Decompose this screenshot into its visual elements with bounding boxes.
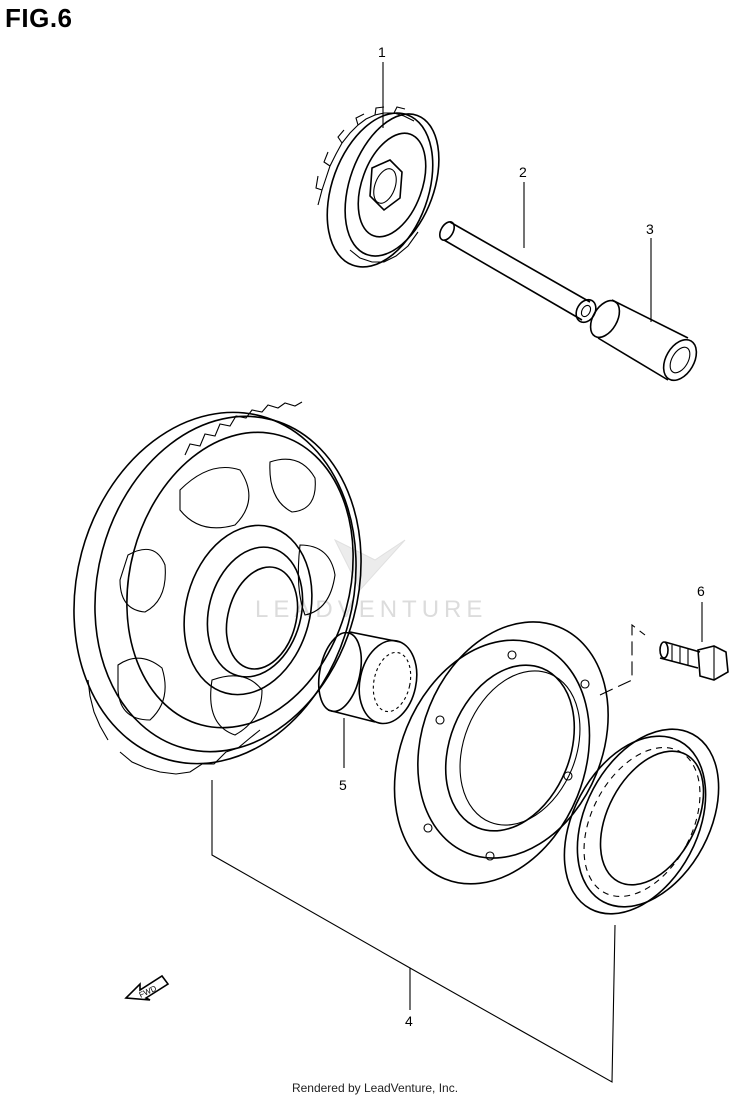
figure-title: FIG.6 [5, 3, 73, 33]
starter-clutch-gear-part-4[interactable] [36, 380, 398, 795]
watermark-text: LEADVENTURE [255, 596, 487, 623]
needle-bearing-part-5[interactable] [312, 629, 424, 729]
bolt-part-6[interactable] [659, 641, 729, 681]
idler-gear-part-1[interactable] [308, 98, 457, 281]
watermark: LEADVENTURE [255, 538, 487, 623]
footer-credit: Rendered by LeadVenture, Inc. [291, 1081, 459, 1095]
callout-3: 3 [646, 221, 654, 237]
callout-4: 4 [405, 1013, 413, 1029]
bushing-part-3[interactable] [585, 296, 704, 386]
leader-lines [211, 62, 703, 1083]
callout-2: 2 [519, 164, 527, 180]
callout-5: 5 [339, 777, 347, 793]
callout-6: 6 [697, 583, 705, 599]
shaft-part-2[interactable] [437, 219, 600, 326]
fwd-arrow-icon: FWD [124, 974, 170, 1001]
callout-1: 1 [378, 44, 386, 60]
one-way-clutch[interactable] [536, 705, 748, 938]
clutch-housing[interactable] [359, 593, 642, 913]
